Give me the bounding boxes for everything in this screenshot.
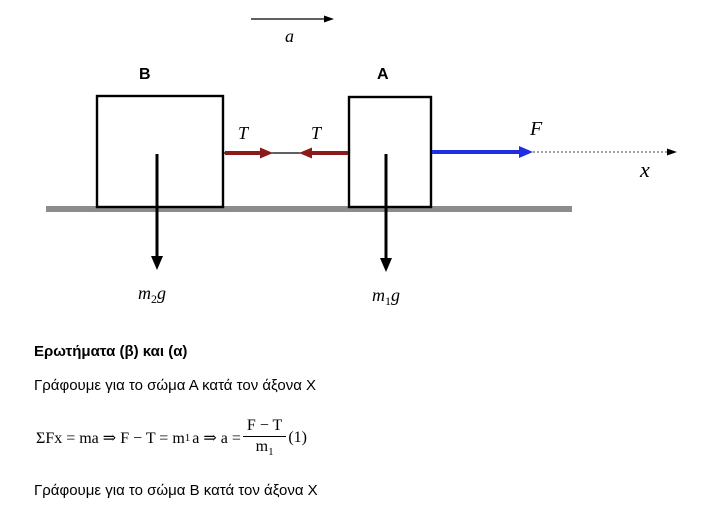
tension-label-a: T: [311, 123, 323, 143]
equation-mid: a ⇒ a =: [192, 430, 241, 447]
tension-arrow-on-b: [225, 147, 273, 159]
applied-force-arrow: [432, 146, 533, 158]
x-axis-label: x: [639, 157, 650, 182]
block-b: [95, 94, 225, 209]
block-b-label: B: [139, 66, 151, 83]
equation-tag: (1): [288, 429, 307, 446]
equation-fraction: F − T m1: [242, 417, 287, 459]
body-a-statement: Γράφουμε για το σώμα Α κατά τον άξονα Χ: [34, 377, 317, 394]
equation-lhs-subscript: 1: [184, 432, 191, 444]
weight-label-a: m1g: [372, 285, 400, 308]
acceleration-label: a: [285, 26, 294, 46]
questions-heading: Ερωτήματα (β) και (α): [34, 343, 188, 360]
fraction-numerator: F − T: [242, 417, 287, 438]
weight-arrow-a: [380, 154, 392, 272]
tension-label-b: T: [238, 123, 250, 143]
force-label: F: [529, 118, 543, 140]
weight-label-b: m2g: [138, 283, 166, 306]
tension-arrow-on-a: [299, 147, 348, 159]
acceleration-arrow: [251, 15, 334, 23]
x-axis-arrow: [533, 148, 677, 156]
body-b-statement: Γράφουμε για το σώμα Β κατά τον άξονα Χ: [34, 482, 318, 499]
free-body-diagram: a B A T T F x m2g m1g: [46, 15, 677, 308]
equation-lhs: ΣFx = ma ⇒ F − T = m: [36, 430, 185, 447]
weight-arrow-b: [151, 154, 163, 270]
block-a-label: A: [377, 66, 389, 83]
fraction-denominator: m1: [255, 438, 274, 459]
ground-surface: [46, 206, 572, 212]
block-a: [347, 95, 433, 209]
